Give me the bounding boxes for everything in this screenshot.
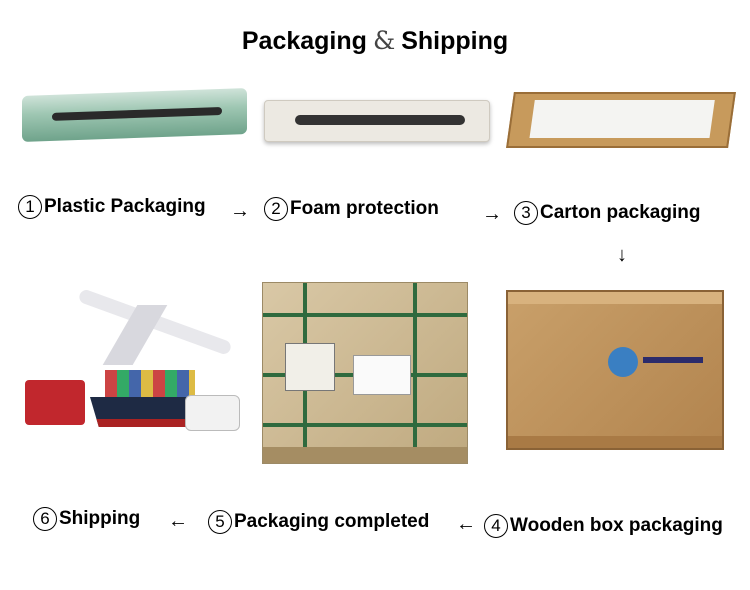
arrow-left-icon: ← — [456, 513, 476, 535]
arrow-left-icon: ← — [168, 510, 188, 532]
title-right: Shipping — [401, 27, 509, 55]
foam-protection-image — [264, 100, 490, 142]
title-ampersand: & — [372, 26, 396, 55]
arrow-down-icon: ↓ — [617, 244, 627, 266]
step-number: 5 — [208, 510, 232, 534]
step-number: 4 — [484, 514, 508, 538]
step-text: Carton packaging — [540, 202, 701, 223]
step-text: Shipping — [59, 508, 141, 529]
step-number: 6 — [33, 507, 57, 531]
arrow-right-icon: → — [230, 200, 250, 222]
page-title: Packaging&Shipping — [0, 26, 750, 56]
step-text: Plastic Packaging — [44, 196, 206, 217]
step-number: 2 — [264, 197, 288, 221]
plastic-packaging-image — [22, 88, 247, 142]
step-text: Packaging completed — [234, 511, 430, 532]
carton-packaging-image — [506, 92, 736, 148]
packaging-completed-image — [262, 282, 468, 464]
step-number: 1 — [18, 195, 42, 219]
step-number: 3 — [514, 201, 538, 225]
shipping-image — [25, 285, 243, 435]
title-left: Packaging — [241, 27, 367, 55]
wooden-box-image — [506, 290, 724, 450]
step-text: Wooden box packaging — [510, 515, 723, 536]
arrow-right-icon: → — [482, 203, 502, 225]
step-text: Foam protection — [290, 198, 439, 219]
